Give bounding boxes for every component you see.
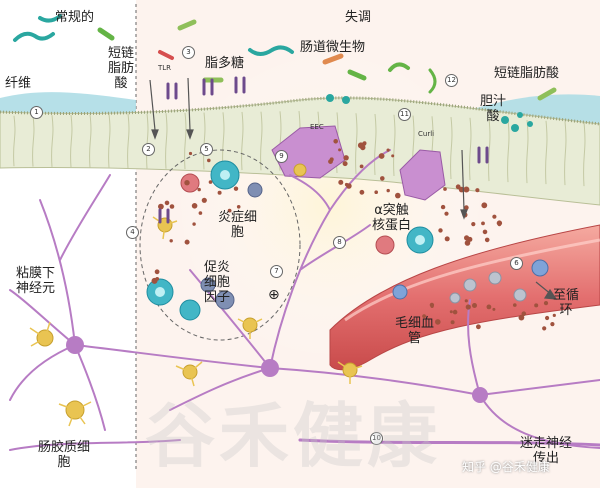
step-marker-3: 3 <box>182 46 195 59</box>
dysbiosis-section-title: 失调 <box>345 10 372 25</box>
tlr-label: TLR <box>158 64 172 72</box>
arrows <box>149 77 558 300</box>
step-marker-5: 5 <box>200 143 213 156</box>
eec-cell-right <box>399 149 446 201</box>
glial-cell-label: 肠胶质细 胞 <box>38 440 91 470</box>
normal-section-title: 常规的 <box>55 10 95 25</box>
step-marker-7: 7 <box>270 265 283 278</box>
proinflammatory-cytokines-label: 促炎 细胞 因子 <box>204 260 231 305</box>
myenteric-neuron-body <box>261 359 279 377</box>
capillary-label: 毛细血 管 <box>395 316 435 346</box>
step-marker-12: 12 <box>445 74 458 87</box>
watermark-credit: 知乎 @谷禾健康 <box>462 460 550 474</box>
cytokine-dots <box>151 139 556 331</box>
scfa-left-label: 短链 脂肪 酸 <box>108 46 135 91</box>
submucosal-neuron-body <box>66 336 84 354</box>
neuron-body-right <box>472 387 488 403</box>
step-marker-9: 9 <box>275 150 288 163</box>
plus-sign: ⊕ <box>268 287 280 303</box>
step-marker-4: 4 <box>126 226 139 239</box>
enteric-neurons <box>9 149 600 451</box>
curli-label: Curli <box>418 130 435 138</box>
watermark-main: 谷禾健康 <box>145 395 441 477</box>
vessel-highlight <box>344 238 600 322</box>
step-marker-11: 11 <box>398 108 411 121</box>
bile-acid-label: 胆汁 酸 <box>480 94 507 124</box>
step-marker-2: 2 <box>142 143 155 156</box>
circulation-label: 至循 环 <box>553 288 580 318</box>
fiber-label: 纤维 <box>5 76 32 91</box>
blood-cells <box>392 259 549 304</box>
synuclein-label: α突触 核蛋白 <box>372 203 412 233</box>
bacteria <box>13 14 557 101</box>
tlr-receptors <box>158 76 489 224</box>
microbiota-label: 肠道微生物 <box>300 40 366 55</box>
vagus-nerve-label: 迷走神经 传出 <box>520 436 573 466</box>
step-marker-8: 8 <box>333 236 346 249</box>
inflammatory-cells-label: 炎症细 胞 <box>218 210 258 240</box>
submucosal-neuron-label: 粘膜下 神经元 <box>16 266 56 296</box>
step-marker-6: 6 <box>510 257 523 270</box>
step-marker-10: 10 <box>370 432 383 445</box>
glial-processes <box>29 216 363 427</box>
bacteria-dots <box>326 94 533 132</box>
eec-label: EEC <box>310 123 324 131</box>
immune-cells <box>146 160 434 321</box>
inflammation-zone <box>139 149 301 341</box>
step-marker-1: 1 <box>30 106 43 119</box>
capillary-vessel <box>329 224 600 371</box>
lps-label: 脂多糖 <box>205 56 245 71</box>
scfa-right-label: 短链脂肪酸 <box>494 66 560 81</box>
